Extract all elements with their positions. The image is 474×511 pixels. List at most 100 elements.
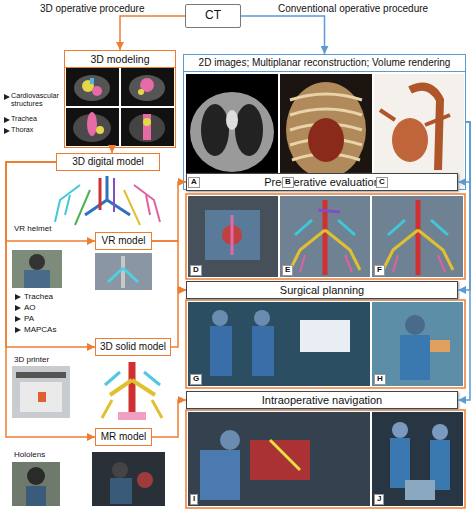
node-text: 3D digital model: [72, 156, 144, 168]
node-text: VR model: [102, 235, 146, 247]
solid-model: [95, 360, 170, 424]
ct-body: [129, 75, 165, 101]
node-text: 2D images; Multiplanar reconstruction; V…: [184, 55, 465, 72]
person: [210, 326, 232, 376]
or-photo: [372, 412, 463, 506]
ct-image: [186, 74, 278, 189]
flow-arrow: [241, 16, 325, 54]
node-text: MR model: [101, 431, 147, 443]
helmet: [29, 254, 45, 270]
model-branch: [113, 178, 115, 212]
model-trachea: [121, 256, 125, 288]
model-branch: [231, 215, 234, 255]
source-box: CT: [185, 4, 241, 28]
hololens-photo: [12, 462, 60, 506]
panel-letter: C: [376, 177, 388, 188]
ct-body: [74, 75, 110, 101]
bullet: [15, 316, 21, 322]
model-panel: 3D modeling: [64, 50, 176, 148]
panel-letter: E: [282, 265, 293, 276]
or-photo: [372, 302, 463, 386]
person: [110, 478, 132, 504]
panel-frame: [186, 300, 465, 388]
drape: [405, 480, 435, 500]
or-photo: [188, 412, 370, 506]
bullet: [4, 117, 10, 123]
volume-render: [280, 74, 372, 189]
vr-image: [280, 196, 370, 277]
vessel-render: [374, 74, 464, 189]
or-photo: [188, 302, 370, 386]
bullet-item: Trachea: [24, 292, 53, 301]
node-text: 3D modeling: [65, 51, 175, 68]
bullet-item: Thorax: [11, 126, 63, 134]
lung-field: [235, 104, 263, 156]
printed-model: [430, 340, 450, 352]
mediastinum: [226, 110, 238, 130]
person: [392, 422, 408, 438]
bullet-item: Trachea: [11, 115, 63, 123]
flow-arrow: [120, 16, 185, 50]
model-branch: [393, 255, 445, 272]
panel-frame: [186, 194, 465, 279]
helmet-photo: [12, 250, 62, 288]
node-text: Surgical planning: [280, 284, 364, 297]
model-aorta: [99, 178, 102, 210]
person: [400, 335, 430, 380]
vessel-segment: [143, 114, 151, 140]
vr-screen: [205, 210, 260, 260]
stage-box: Surgical planning: [186, 281, 458, 299]
vessel-segment: [92, 86, 102, 96]
panel-letter: A: [188, 177, 200, 188]
stage-box: Intraoperative navigation: [186, 391, 458, 409]
trachea-segment: [90, 78, 94, 84]
flow-arrow: [152, 182, 186, 241]
bullet-item: AO: [24, 303, 36, 312]
node-text: Intraoperative navigation: [262, 394, 382, 407]
device-label: Hololens: [14, 450, 45, 459]
ct-thumb: [121, 68, 174, 106]
process-box: 3D digital model: [56, 153, 160, 171]
panel-letter: J: [374, 494, 384, 505]
device-label: VR helmet: [14, 224, 51, 233]
printer: [12, 366, 70, 418]
model-branch: [105, 372, 160, 385]
screen: [300, 320, 350, 352]
model-aorta: [416, 200, 421, 275]
model-branch: [75, 190, 90, 225]
mr-photo: [92, 452, 165, 506]
panel-letter: D: [190, 265, 202, 276]
person: [254, 310, 270, 326]
heart-segment: [96, 126, 104, 134]
ct-body: [190, 92, 274, 172]
node-text: CT: [205, 9, 221, 23]
flow-arrow: [6, 162, 95, 437]
person: [252, 326, 274, 376]
panel-letter: B: [282, 177, 294, 188]
hologram: [250, 440, 310, 480]
flow-arrow: [6, 162, 95, 241]
model-branch: [108, 268, 138, 282]
bullet: [4, 128, 10, 134]
model-branch: [300, 255, 352, 272]
flow-arrow: [6, 162, 95, 347]
person: [112, 462, 128, 478]
person: [212, 310, 228, 326]
stage-box: Preoperative evaluation: [186, 173, 458, 191]
process-box: 3D solid model: [95, 338, 171, 356]
hologram: [137, 472, 153, 488]
digital-model: [48, 174, 166, 228]
model-branch: [85, 176, 130, 215]
image-panel: 2D images; Multiplanar reconstruction; V…: [183, 54, 466, 190]
section-heading: Conventional operative procedure: [278, 3, 428, 15]
section-heading: 3D operative procedure: [40, 3, 145, 15]
heart-segment: [138, 89, 144, 95]
process-box: MR model: [95, 428, 152, 446]
flow-arrow: [171, 290, 186, 347]
bullet-item: PA: [24, 314, 34, 323]
heart-render: [392, 118, 428, 162]
bullet-item: Cardiovascular structures: [11, 92, 63, 109]
model-branch: [55, 185, 80, 222]
